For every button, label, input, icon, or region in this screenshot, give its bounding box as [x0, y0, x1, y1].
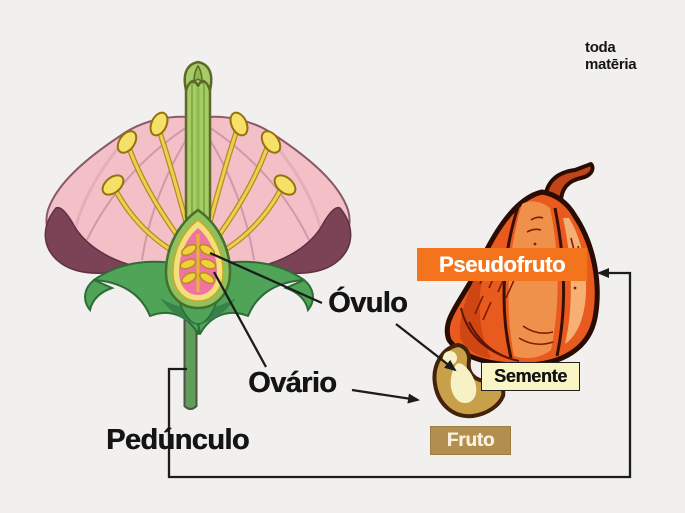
badge-fruto-label: Fruto	[446, 429, 495, 451]
toda-materia-logo: toda matēria	[585, 39, 637, 73]
badge-semente-label: Semente	[494, 366, 567, 386]
badge-pseudofruto-label: Pseudofruto	[438, 251, 566, 277]
label-pedunculo: Pedúnculo	[106, 424, 249, 456]
label-ovulo: Óvulo	[328, 287, 408, 319]
label-ovario: Ovário	[248, 367, 337, 399]
badge-pseudofruto: Pseudofruto	[417, 248, 587, 281]
flower-pistil	[183, 60, 213, 237]
logo-line-1: toda	[585, 39, 616, 56]
anthers	[101, 111, 297, 196]
badge-fruto: Fruto	[430, 426, 511, 455]
pod-stalk	[543, 162, 595, 204]
flower-illustration	[44, 60, 352, 410]
badge-semente: Semente	[481, 362, 580, 391]
logo-line-2: matēria	[585, 55, 637, 73]
